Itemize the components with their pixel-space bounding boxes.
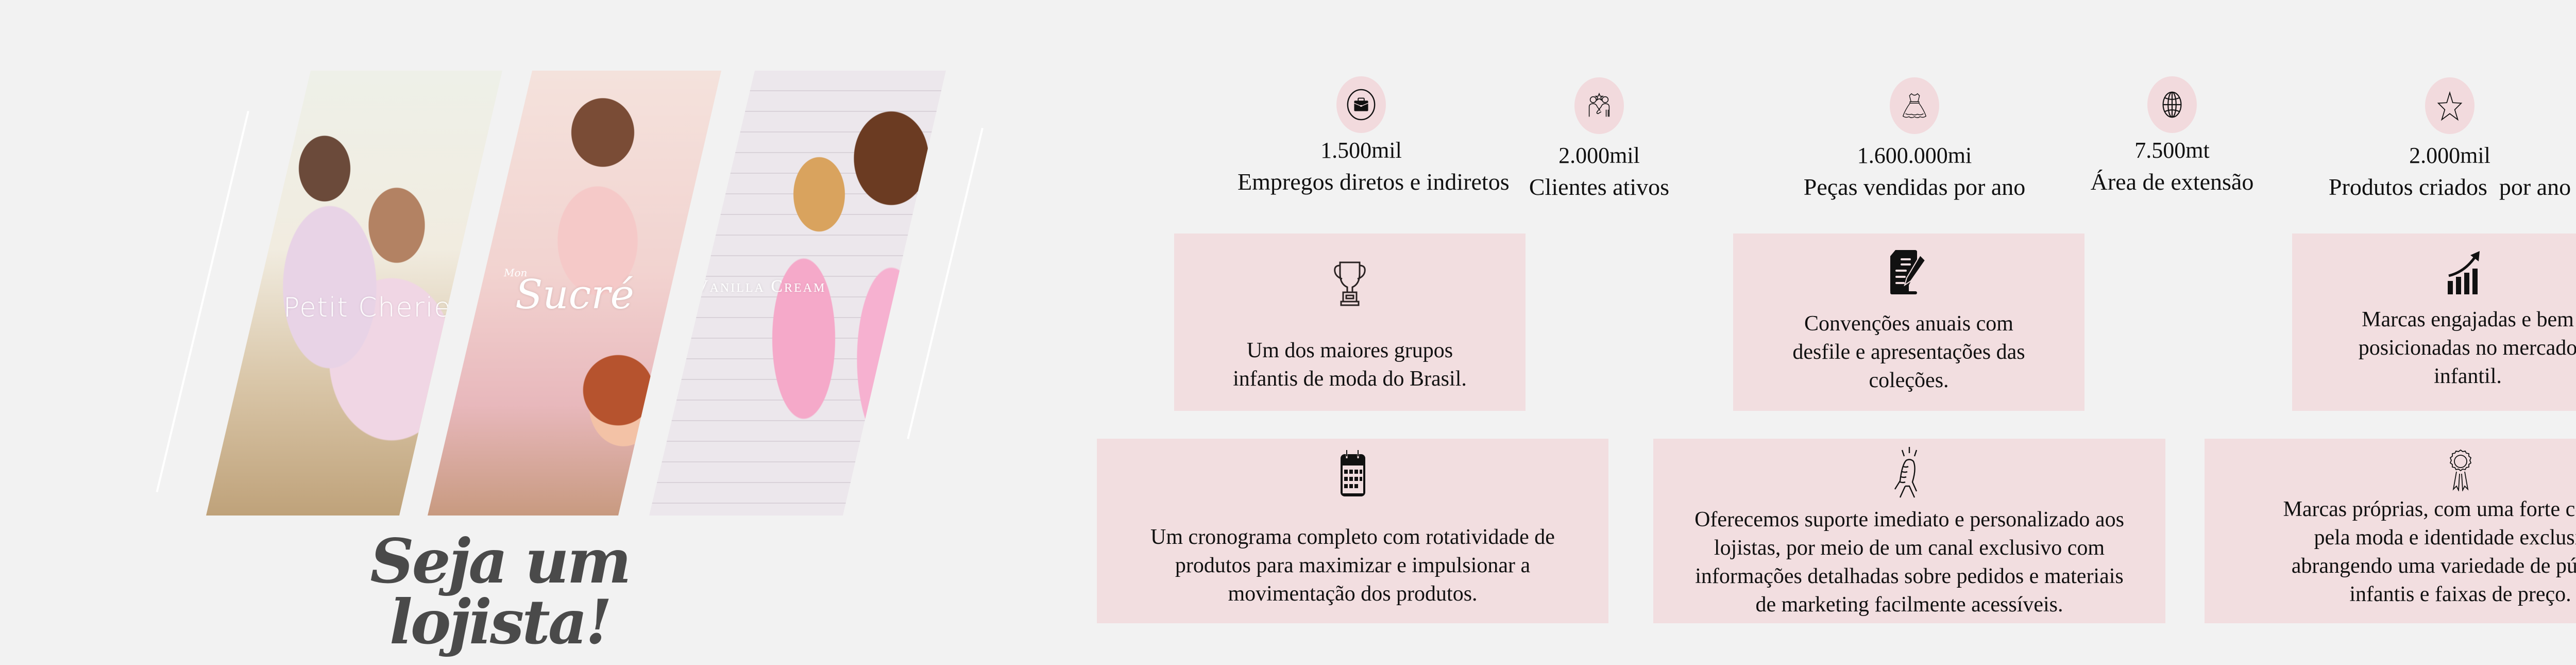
feature-card-own-brands: Marcas próprias, com uma forte conexão p… (2205, 439, 2576, 623)
stat-icon-circle (1336, 76, 1386, 133)
feature-card-support: Oferecemos suporte imediato e personaliz… (1653, 439, 2165, 623)
clasped-hands-icon (1894, 447, 1918, 498)
feature-text: Um dos maiores grupos infantis de moda d… (1233, 339, 1467, 391)
feature-text: Marcas próprias, com uma forte conexão p… (2283, 497, 2576, 606)
stat-value: 1.600.000mi (1857, 143, 1972, 168)
feature-card-largest-group: Um dos maiores grupos infantis de moda d… (1174, 234, 1526, 411)
brand-photo-collage: Petit Cherie Mon Sucré Vanilla Cream (156, 62, 989, 526)
award-ribbon-icon (2449, 449, 2471, 491)
stat-clients: 2.000mil Clientes ativos (1476, 77, 1723, 199)
stat-label: Clientes ativos (1529, 174, 1670, 200)
handshake-star-icon (1588, 92, 1610, 117)
stat-value: 7.500mt (2134, 138, 2210, 163)
feature-text: Convenções anuais com desfile e apresent… (1792, 312, 2025, 392)
brand-logo-mon-sucre: Sucré (515, 272, 634, 318)
brand-logo-vanilla-cream: Vanilla Cream (696, 277, 826, 296)
globe-icon (2162, 91, 2182, 118)
dress-icon (1902, 93, 1927, 118)
stat-icon-circle (1574, 77, 1624, 134)
feature-text: Um cronograma completo com rotatividade … (1150, 525, 1555, 606)
feature-card-engaged-brands: Marcas engajadas e bem posicionadas no m… (2292, 234, 2576, 411)
stat-value: 1.500mil (1320, 138, 1402, 163)
growth-chart-icon (2448, 251, 2480, 294)
briefcase-icon (1347, 89, 1376, 121)
stat-employees: 1.500mil Empregos diretos e indiretos (1238, 76, 1510, 195)
stat-icon-circle (1890, 77, 1939, 134)
calendar-icon (1340, 450, 1365, 496)
feature-card-conventions: Convenções anuais com desfile e apresent… (1733, 234, 2084, 411)
stat-pieces-sold: 1.600.000mi Peças vendidas por ano (1791, 77, 2038, 199)
stat-label: Produtos criados por ano (2328, 174, 2571, 200)
brand-logo-petit-cherie: Petit Cherie (283, 292, 452, 323)
star-icon (2437, 91, 2463, 121)
stat-icon-circle (2425, 77, 2475, 134)
stat-products-created: 2.000mil Produtos criados por ano (2326, 77, 2573, 199)
feature-text: Marcas engajadas e bem posicionadas no m… (2358, 308, 2576, 388)
stat-label: Área de extensão (2090, 169, 2254, 195)
stat-label: Peças vendidas por ano (1803, 174, 2026, 200)
stat-area: 7.500mt Área de extensão (2048, 76, 2296, 194)
stat-icon-circle (2147, 76, 2197, 133)
document-pen-icon (1890, 250, 1926, 294)
feature-card-schedule: Um cronograma completo com rotatividade … (1097, 439, 1608, 623)
brand-logo-mon-prefix: Mon (504, 267, 528, 279)
page-headline: Seja um lojista! (370, 525, 631, 658)
feature-text: Oferecemos suporte imediato e personaliz… (1694, 508, 2124, 617)
stat-value: 2.000mil (1558, 143, 1640, 168)
stat-label: Empregos diretos e indiretos (1238, 169, 1510, 195)
stat-value: 2.000mil (2409, 143, 2490, 168)
trophy-icon (1334, 261, 1366, 306)
